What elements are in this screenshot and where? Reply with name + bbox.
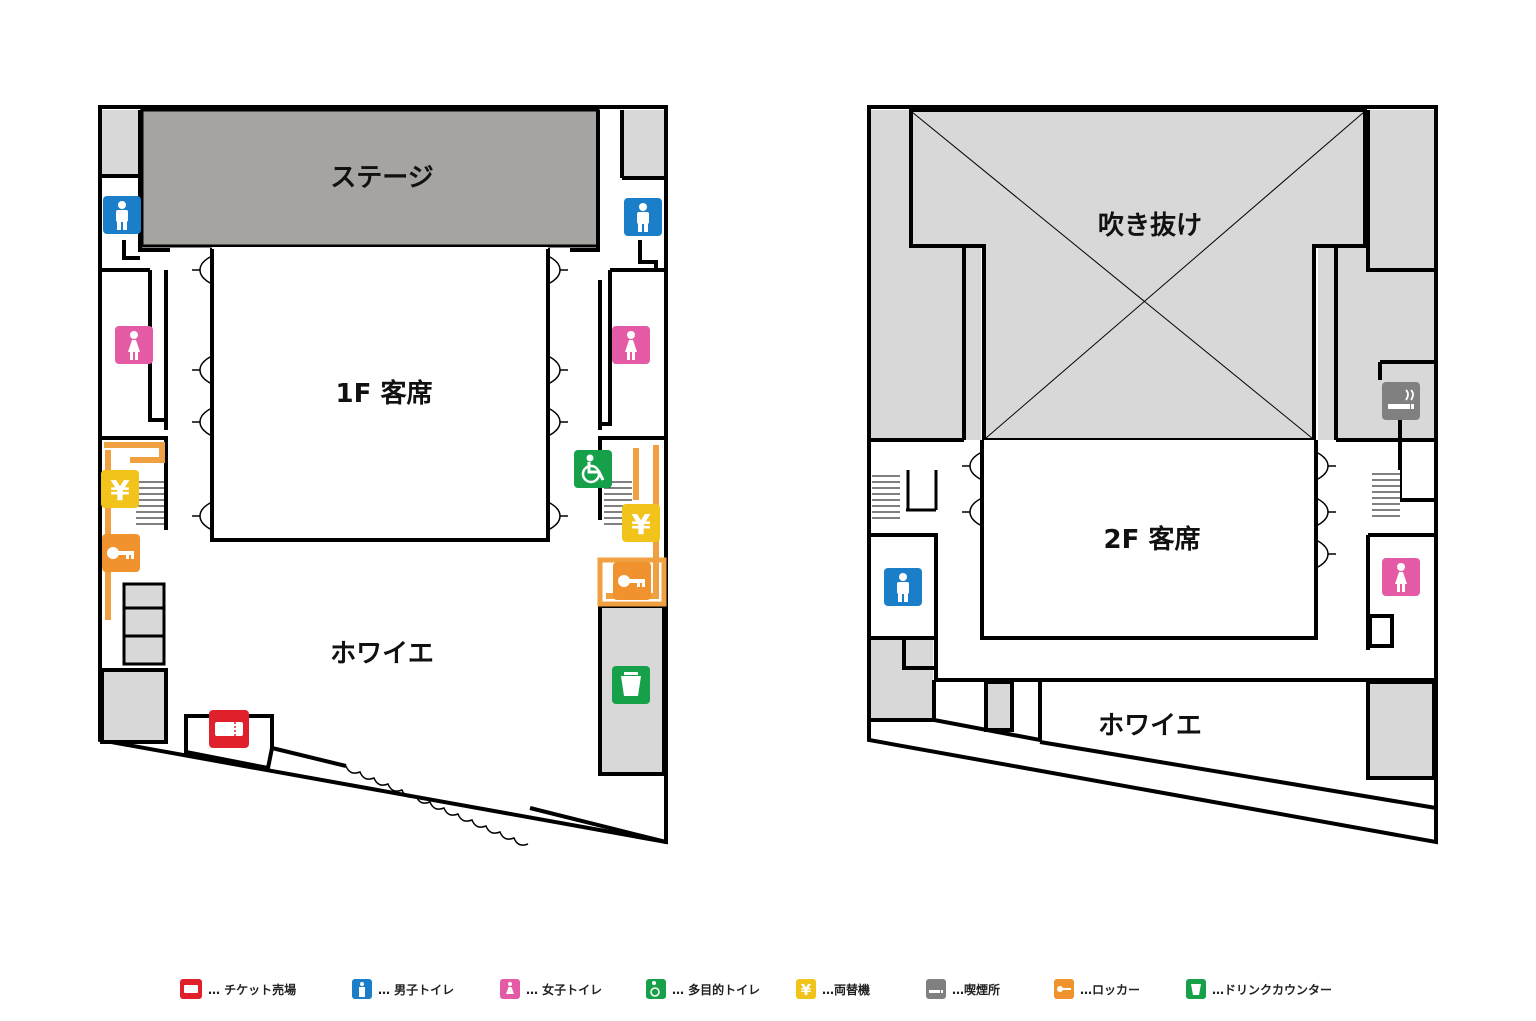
svg-text:¥: ¥: [110, 474, 130, 507]
atrium-label: 吹き抜け: [1098, 211, 1202, 241]
foyer-2f-label: ホワイエ: [1098, 711, 1202, 741]
ticket-icon: [209, 710, 249, 748]
legend-item-mens: … 男子トイレ: [352, 976, 454, 1002]
legend-text: …ロッカー: [1080, 982, 1141, 997]
legend: … チケット売場 … 男子トイレ … 女子トイレ … 多目的トイレ ¥ …両替機…: [0, 976, 1536, 1002]
legend-text: … チケット売場: [208, 982, 297, 997]
stage-label: ステージ: [330, 163, 433, 193]
svg-text:¥: ¥: [801, 981, 812, 999]
mens-toilet-icon: [103, 196, 141, 234]
legend-text: … 多目的トイレ: [672, 982, 761, 997]
legend-item-drink: …ドリンクカウンター: [1186, 976, 1332, 1002]
wheelchair-icon: [574, 450, 612, 488]
wheelchair-icon: [646, 979, 666, 999]
ticket-icon: [180, 979, 202, 999]
seats-2f-label: 2F 客席: [1104, 524, 1201, 555]
seats-1f-label: 1F 客席: [336, 378, 433, 409]
legend-item-smoking: …喫煙所: [926, 976, 1000, 1002]
yen-icon: ¥: [622, 504, 660, 542]
key-icon: [1054, 979, 1074, 999]
svg-text:¥: ¥: [631, 508, 651, 541]
mens-toilet-icon: [884, 568, 922, 606]
floor-plan-1f: ステージ 1F 客席 ホワイエ: [98, 105, 668, 846]
legend-text: … 男子トイレ: [378, 982, 455, 997]
womens-toilet-icon: [115, 326, 153, 364]
legend-text: …喫煙所: [952, 982, 1001, 997]
legend-item-womens: … 女子トイレ: [500, 976, 602, 1002]
legend-item-ticket: … チケット売場: [180, 976, 296, 1002]
legend-text: … 女子トイレ: [526, 982, 603, 997]
yen-icon: ¥: [101, 470, 139, 508]
legend-item-accessible: … 多目的トイレ: [646, 976, 760, 1002]
legend-item-locker: …ロッカー: [1054, 976, 1140, 1002]
mens-toilet-icon: [624, 198, 662, 236]
key-icon: [613, 562, 651, 600]
legend-text: …ドリンクカウンター: [1212, 982, 1333, 997]
auditorium-2f: [980, 440, 1318, 640]
foyer-1f-label: ホワイエ: [330, 639, 434, 669]
smoking-icon: [1382, 382, 1420, 420]
auditorium-1f: [210, 248, 550, 542]
key-icon: [102, 534, 140, 572]
womens-toilet-icon: [612, 326, 650, 364]
legend-text: …両替機: [822, 982, 871, 997]
mens-toilet-icon: [352, 979, 372, 999]
yen-icon: ¥: [796, 979, 816, 999]
cup-icon: [1186, 979, 1206, 999]
legend-item-exchange: ¥ …両替機: [796, 976, 870, 1002]
womens-toilet-icon: [500, 979, 520, 999]
cup-icon: [612, 666, 650, 704]
floor-plan-2f: 吹き抜け 2F 客席 ホワイエ: [867, 105, 1438, 845]
smoking-icon: [926, 979, 946, 999]
womens-toilet-icon: [1382, 558, 1420, 596]
